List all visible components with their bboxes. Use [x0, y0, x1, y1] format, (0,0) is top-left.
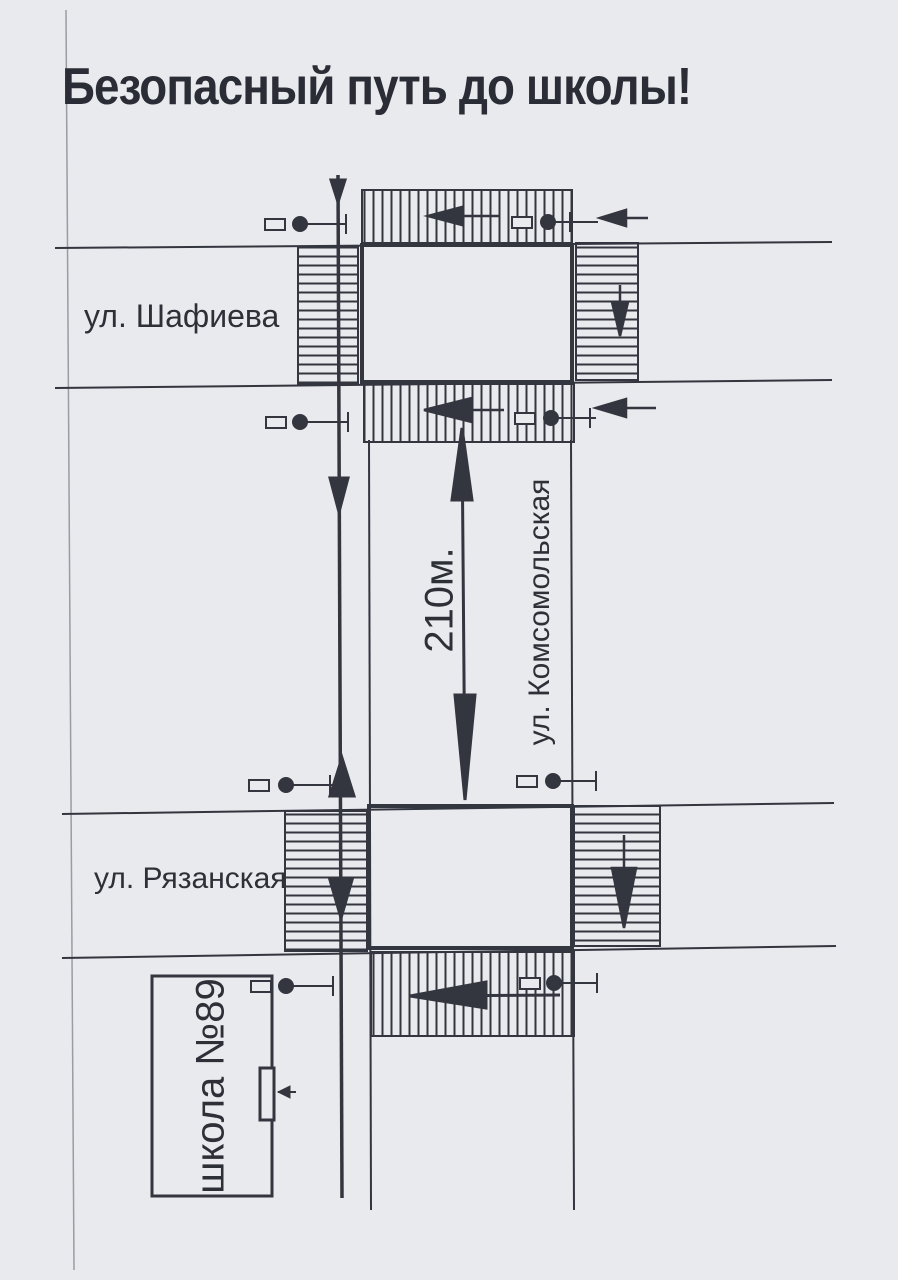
traffic-light-4 — [514, 408, 596, 428]
street-label-bottom: ул. Рязанская — [94, 862, 287, 895]
intersection-top — [360, 243, 574, 384]
traffic-light-7 — [250, 976, 334, 996]
traffic-light-2 — [511, 212, 598, 232]
crosswalk-top-west — [297, 246, 359, 385]
crosswalk-bottom-west — [284, 810, 368, 952]
distance-arrow-down — [453, 693, 477, 801]
crosswalk-top-north — [361, 189, 573, 244]
intersection-bottom — [367, 804, 574, 950]
traffic-light-3 — [265, 412, 349, 432]
route-arrow-up — [327, 753, 357, 798]
route-arrow-mid — [328, 476, 350, 518]
traffic-light-5 — [248, 775, 340, 795]
flow-arrow-right-south — [591, 397, 628, 419]
street-label-vertical: ул. Комсомольская — [523, 478, 556, 746]
page-title: Безопасный путь до школы! — [62, 58, 692, 116]
traffic-light-1 — [264, 214, 347, 234]
street-label-top: ул. Шафиева — [84, 298, 280, 334]
school-gate-arrow — [276, 1085, 291, 1099]
school-gate — [258, 1066, 276, 1122]
school-label: школа №89 — [188, 978, 233, 1194]
distance-arrow-up — [450, 427, 474, 502]
traffic-light-6 — [516, 771, 597, 791]
route-cross-arrow — [409, 980, 488, 1010]
route-arrow-down — [328, 878, 354, 924]
paper-margin-line — [65, 9, 75, 1271]
distance-label: 210м. — [417, 547, 462, 653]
crosswalk-top-east — [575, 242, 639, 381]
flow-arrow-top-north — [423, 205, 464, 227]
route-path-line — [336, 174, 344, 1199]
flow-arrow-east-vertical-bottom — [610, 866, 638, 929]
street-bottom-edge-north — [61, 802, 835, 815]
flow-arrow-top-south — [423, 396, 474, 424]
flow-arrow-top-east — [595, 208, 628, 228]
flow-arrow-east-vertical-top — [610, 300, 630, 337]
traffic-light-8 — [519, 973, 598, 993]
route-arrow-top — [328, 178, 348, 207]
